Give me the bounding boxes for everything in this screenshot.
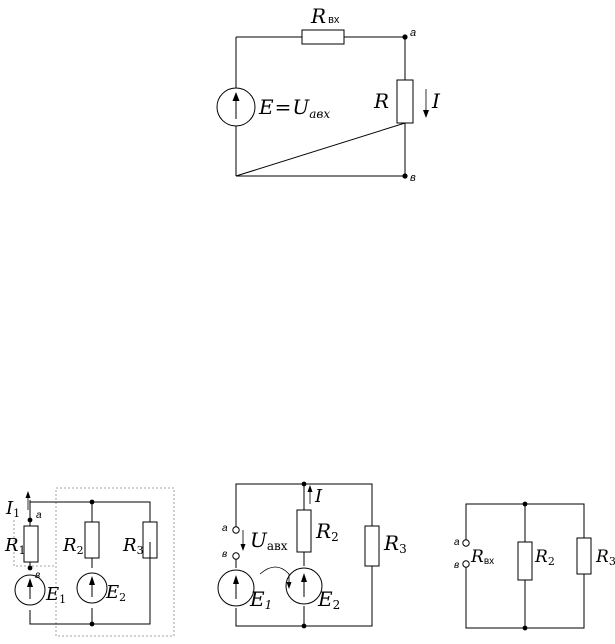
e1-label: E1 [249, 587, 272, 612]
e2-source [76, 572, 108, 604]
terminal-v [462, 560, 470, 568]
left-circuit-wires [29, 501, 151, 625]
emf-equation: E=Uaвх [258, 95, 330, 121]
terminal-v-label: в [454, 560, 459, 571]
outline-extension [13, 520, 56, 567]
r2-label: R2 [534, 547, 555, 568]
r2-resistor [517, 541, 533, 581]
input-resistance-circuit: a в Rвх R2 R3 [454, 501, 615, 631]
emf-arrow-head [232, 92, 240, 101]
terminal-a [462, 539, 470, 547]
e1-label: E1 [45, 584, 66, 606]
terminal-v [232, 552, 240, 560]
top-junction [301, 481, 307, 487]
terminal-v-label: в [222, 549, 227, 560]
u-label: Uaвх [250, 528, 288, 553]
top-junction [89, 499, 95, 505]
loop-arrow-head [286, 582, 292, 589]
current-arrow-head [423, 110, 429, 118]
node-a-label: a [410, 27, 416, 39]
e1-source [14, 574, 46, 606]
e2-arrow-head [89, 576, 95, 585]
top-junction [522, 501, 528, 507]
r2-resistor [84, 521, 100, 559]
bottom-junction [522, 625, 528, 631]
terminal-a [232, 526, 240, 534]
e2-label: E2 [317, 587, 340, 612]
e2-arrow-head [301, 573, 307, 582]
loop-arrow [259, 566, 290, 586]
r2-resistor [296, 509, 312, 553]
original-circuit: a в I1 R1 R2 R3 E1 E2 [4, 487, 175, 637]
terminal-a-label: a [222, 523, 228, 534]
r3-resistor [576, 537, 592, 575]
node-a-label: a [36, 510, 42, 521]
r3-label: R3 [122, 535, 144, 557]
load-resistor [396, 79, 414, 124]
u-arrow-head [240, 544, 246, 551]
emf-source [216, 87, 256, 127]
bottom-junction [89, 621, 95, 627]
node-v-dot [27, 565, 33, 571]
e1-arrow-head [27, 578, 33, 587]
e1-arrow-head [233, 575, 239, 584]
r1-resistor [23, 525, 39, 563]
i-label: I [314, 486, 323, 507]
bottom-junction [301, 623, 307, 629]
active-two-terminal-outline [55, 487, 175, 637]
rvx-label: Rвх [470, 547, 494, 567]
node-v-label: в [35, 570, 40, 581]
r3-label: R3 [595, 547, 615, 568]
i1-label: I1 [5, 498, 20, 520]
r1-label: R1 [4, 535, 26, 557]
i-arrow-head [307, 485, 313, 492]
e2-label: E2 [105, 582, 126, 604]
current-label: I [431, 89, 441, 113]
node-a-dot [402, 34, 408, 40]
terminal-a-label: a [454, 537, 460, 548]
e2-source [285, 567, 323, 605]
node-v-dot [402, 173, 408, 179]
node-v-label: в [410, 172, 416, 184]
open-circuit-voltage-circuit: a в Uaвх R2 R3 I E1 E2 [217, 481, 407, 629]
node-a-dot [27, 517, 33, 523]
e1-source [217, 569, 255, 607]
r2-label: R2 [62, 535, 84, 557]
load-r-label: R [373, 89, 389, 113]
i1-arrow-head [25, 491, 31, 498]
r3-resistor [364, 525, 380, 567]
r3-resistor [142, 521, 158, 559]
r2-label: R2 [315, 519, 339, 544]
r3-label: R3 [383, 531, 407, 556]
rvx-resistor [301, 29, 345, 45]
